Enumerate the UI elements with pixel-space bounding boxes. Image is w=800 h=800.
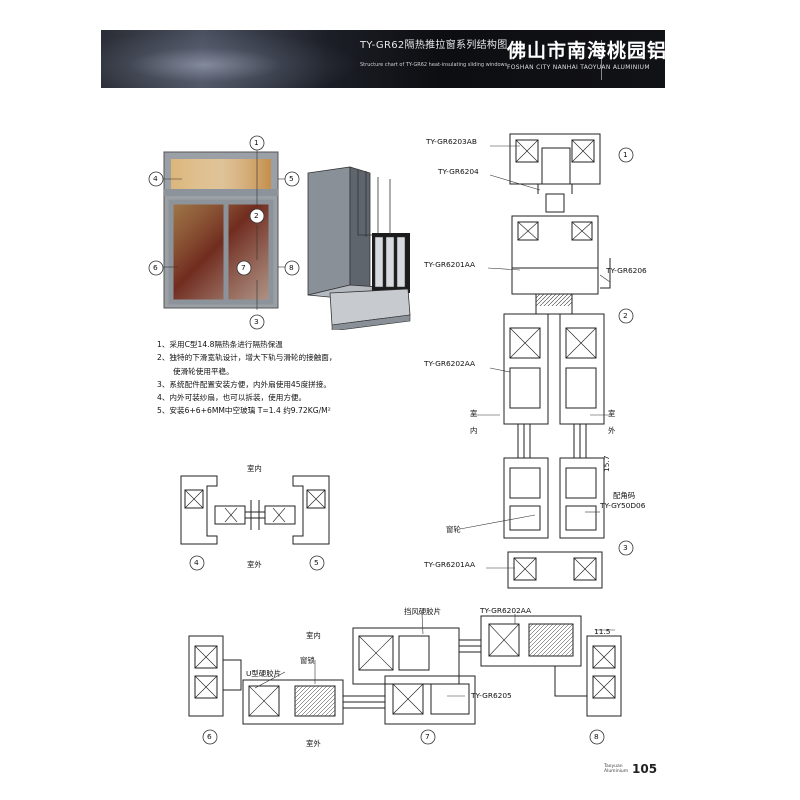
section-callout-8: 8 [594,732,599,741]
label-tygr6205: TY-GR6205 [471,691,512,700]
banner-divider [601,40,602,80]
orientation-shi: 室 [470,409,478,418]
section-callout-3: 3 [623,543,628,552]
note-item: 5、安装6+6+6MM中空玻璃 T=1.4 约9.72KG/M² [157,406,331,416]
label-wind-strip: 挡风硬胶片 [404,607,441,616]
section-4-5-drawing [180,475,330,545]
label-tygr6201aa-bottom: TY-GR6201AA [424,560,476,569]
section-callout-1: 1 [623,150,628,159]
header-banner [101,30,665,88]
label-tygr6201aa-top: TY-GR6201AA [424,260,476,269]
callout-6: 6 [153,263,158,272]
feature-notes: 1、采用C型14.8隔热条进行隔热保温 2、独特的下滑宽轨设计，增大下轨与滑轮的… [157,338,337,418]
label-tygr6202aa: TY-GR6202AA [424,359,476,368]
callout-3: 3 [254,317,259,326]
bottom-section-indoor: 室内 [306,631,321,640]
company-name-en: FOSHAN CITY NANHAI TAOYUAN ALUMINIUM [507,64,650,71]
bottom-section-outdoor: 室外 [306,739,321,748]
callout-1: 1 [254,138,259,147]
section-callout-5: 5 [314,558,319,567]
note-item: 使滑轮使用平稳。 [173,366,234,376]
callout-4: 4 [153,174,158,183]
label-corner-code: 配角码 [613,491,636,500]
label-u-strip: U型硬胶片 [246,669,281,678]
banner-decoration [101,30,361,88]
label-tygr6204: TY-GR6204 [438,167,479,176]
horizontal-section-drawing [188,613,622,725]
callout-7: 7 [241,263,246,272]
note-item: 1、采用C型14.8隔热条进行隔热保温 [157,340,283,349]
profile-isometric-drawing [307,166,411,330]
orientation-nei: 内 [470,426,478,435]
dimension-11-5: 11.5 [594,627,611,636]
footer-brand: Taoyuan Aluminium [604,764,628,774]
label-window-lock: 窗锁 [300,656,315,665]
label-tygr6206: TY-GR6206 [606,266,647,275]
page-number: 105 [632,762,658,776]
orientation-shi-right: 室 [608,409,616,418]
label-tygr6203ab: TY-GR6203AB [426,137,477,146]
callout-2: 2 [254,211,259,220]
note-item: 4、内外可装纱扇，也可以拆装，使用方便。 [157,393,307,403]
label-wheel: 窗轮 [446,525,461,534]
note-item: 2、独特的下滑宽轨设计，增大下轨与滑轮的接触面， [157,353,337,363]
label-tygr6202aa-bottom: TY-GR6202AA [480,606,532,615]
callout-5: 5 [289,174,294,183]
page-subtitle: Structure chart of TY-GR62 heat-insulati… [360,62,508,68]
section-4-5-indoor: 室内 [247,464,262,473]
section-callout-2: 2 [623,311,628,320]
section-4-5-outdoor: 室外 [247,560,262,569]
page-title: TY-GR62隔热推拉窗系列结构图 [360,40,508,51]
section-callout-7: 7 [425,732,430,741]
window-elevation-drawing [163,148,285,310]
note-item: 3、系统配件配置安装方便，内外扇使用45度拼接。 [157,379,331,389]
callout-8: 8 [289,263,294,272]
section-callout-6: 6 [207,732,212,741]
footer-brand-line2: Aluminium [604,769,629,774]
company-name: 佛山市南海桃园铝业 [507,40,688,62]
orientation-wai: 外 [608,426,616,435]
label-tygy50d06: TY-GY50D06 [600,501,646,510]
footer-brand-line1: Taoyuan [604,764,623,769]
section-callout-4: 4 [194,558,199,567]
dimension-15-7: 15.7 [602,455,611,472]
vertical-section-drawing [503,133,611,589]
